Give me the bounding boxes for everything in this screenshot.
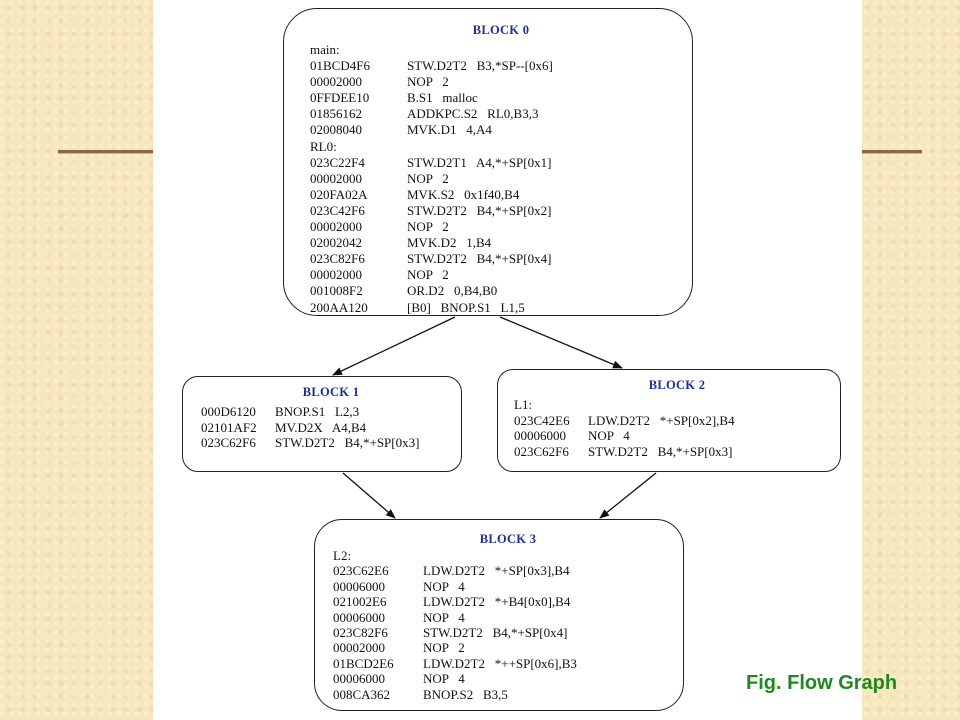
instruction-line: 00002000 NOP 2 (333, 640, 683, 655)
instruction-address: 023C82F6 (310, 251, 365, 267)
label-text: main: (310, 42, 340, 57)
instruction-line: 00006000 NOP 4 (333, 579, 683, 594)
instruction-address: 01BCD4F6 (310, 58, 370, 74)
instruction-address: 00006000 (333, 671, 385, 687)
instruction-line: 000D6120 BNOP.S1 L2,3 (201, 404, 461, 420)
instruction-address: 00002000 (310, 74, 362, 90)
instruction-line: 200AA120[B0] BNOP.S1 L1,5 (310, 299, 525, 315)
instruction-text: STW.D2T2 B4,*+SP[0x3] (275, 435, 420, 450)
label-text: L2: (333, 548, 352, 563)
instruction-text: NOP 4 (423, 578, 465, 594)
instruction-line: 023C62F6 STW.D2T2 B4,*+SP[0x3] (201, 435, 461, 451)
instruction-text: LDW.D2T2 *+B4[0x0],B4 (423, 594, 571, 610)
code-label: main: (310, 42, 692, 58)
block-1-node: BLOCK 1 000D6120 BNOP.S1 L2,3 02101AF2 MV.D… (182, 376, 462, 472)
instruction-address: 023C42E6 (514, 412, 570, 428)
instruction-line: 00006000 NOP 4 (333, 671, 683, 686)
instruction-text: LDW.D2T2 *++SP[0x6],B3 (423, 655, 577, 671)
instruction-text: NOP 2 (423, 640, 465, 656)
instruction-text: LDW.D2T2 *+SP[0x2],B4 (588, 412, 735, 428)
instruction-address: 021002E6 (333, 594, 387, 610)
instruction-address: 023C62F6 (201, 435, 256, 450)
instruction-address: 01BCD2E6 (333, 655, 394, 671)
instruction-text: STW.D2T2 B4,*+SP[0x4] (423, 624, 568, 640)
decorative-rule-right (862, 150, 922, 154)
instruction-address: 023C42F6 (310, 202, 365, 218)
instruction-address: 001008F2 (310, 283, 363, 299)
instruction-address: 020FA02A (310, 186, 368, 202)
instruction-address: 00002000 (333, 640, 385, 656)
instruction-address: 023C82F6 (333, 624, 388, 640)
instruction-line: 023C62E6 LDW.D2T2 *+SP[0x3],B4 (333, 563, 683, 578)
instruction-line: 023C62F6 STW.D2T2 B4,*+SP[0x3] (514, 444, 840, 460)
instruction-line: 023C82F6 STW.D2T2 B4,*+SP[0x4] (333, 625, 683, 640)
instruction-text: LDW.D2T2 *+SP[0x3],B4 (423, 563, 570, 579)
code-label: L2: (333, 548, 683, 563)
instruction-address: 00006000 (514, 428, 566, 443)
instruction-line: 008CA362 BNOP.S2 B3,5 (333, 687, 683, 702)
instruction-text: NOP 4 (588, 428, 630, 443)
instruction-line: 00006000 NOP 4 (333, 610, 683, 625)
instruction-address: 00006000 (333, 609, 385, 625)
instruction-address: 00002000 (310, 267, 362, 283)
instruction-address: 00002000 (310, 170, 362, 186)
instruction-text: BNOP.S2 B3,5 (423, 686, 508, 702)
label-text: L1: (514, 397, 533, 412)
instruction-address: 023C22F4 (310, 154, 365, 170)
instruction-text: NOP 4 (423, 609, 465, 625)
instruction-address: 0FFDEE10 (310, 90, 370, 106)
instruction-address: 023C62F6 (514, 443, 569, 459)
decorative-rule-left (58, 150, 153, 154)
instruction-text: STW.D2T2 B4,*+SP[0x3] (588, 443, 733, 459)
block-1-title: BLOCK 1 (302, 385, 360, 399)
instruction-address: 02008040 (310, 122, 362, 138)
code-label: RL0: (310, 139, 692, 155)
figure-caption: Fig. Flow Graph (746, 672, 898, 694)
instruction-line: 023C42E6 LDW.D2T2 *+SP[0x2],B4 (514, 413, 840, 429)
block-3-node: BLOCK 3 L2:023C62E6 LDW.D2T2 *+SP[0x3],B4… (314, 519, 684, 711)
instruction-address: 000D6120 (201, 404, 256, 419)
block-3-title: BLOCK 3 (479, 532, 537, 546)
instruction-text: NOP 4 (423, 671, 465, 687)
instruction-address: 01856162 (310, 106, 362, 122)
instruction-line: 021002E6 LDW.D2T2 *+B4[0x0],B4 (333, 594, 683, 609)
block-2-title: BLOCK 2 (648, 378, 706, 392)
instruction-address: 00002000 (310, 219, 362, 235)
block-2-node: BLOCK 2 L1:023C42E6 LDW.D2T2 *+SP[0x2],B4… (497, 369, 841, 472)
instruction-text: MV.D2X A4,B4 (275, 419, 367, 435)
instruction-text: BNOP.S1 L2,3 (275, 404, 360, 419)
instruction-address: 200AA120 (310, 299, 368, 315)
instruction-line: 00006000 NOP 4 (514, 428, 840, 444)
code-label: L1: (514, 397, 840, 413)
label-text: RL0: (310, 138, 337, 154)
instruction-address: 00006000 (333, 578, 385, 594)
instruction-address: 02101AF2 (201, 419, 257, 435)
block-1-lines: 000D6120 BNOP.S1 L2,3 02101AF2 MV.D2X A4,B4… (201, 404, 461, 451)
instruction-line: 02101AF2 MV.D2X A4,B4 (201, 420, 461, 436)
instruction-address: 02002042 (310, 235, 362, 251)
instruction-line: 01BCD2E6 LDW.D2T2 *++SP[0x6],B3 (333, 656, 683, 671)
block-0-title: BLOCK 0 (472, 23, 530, 37)
instruction-address: 008CA362 (333, 686, 391, 702)
instruction-address: 023C62E6 (333, 563, 389, 579)
